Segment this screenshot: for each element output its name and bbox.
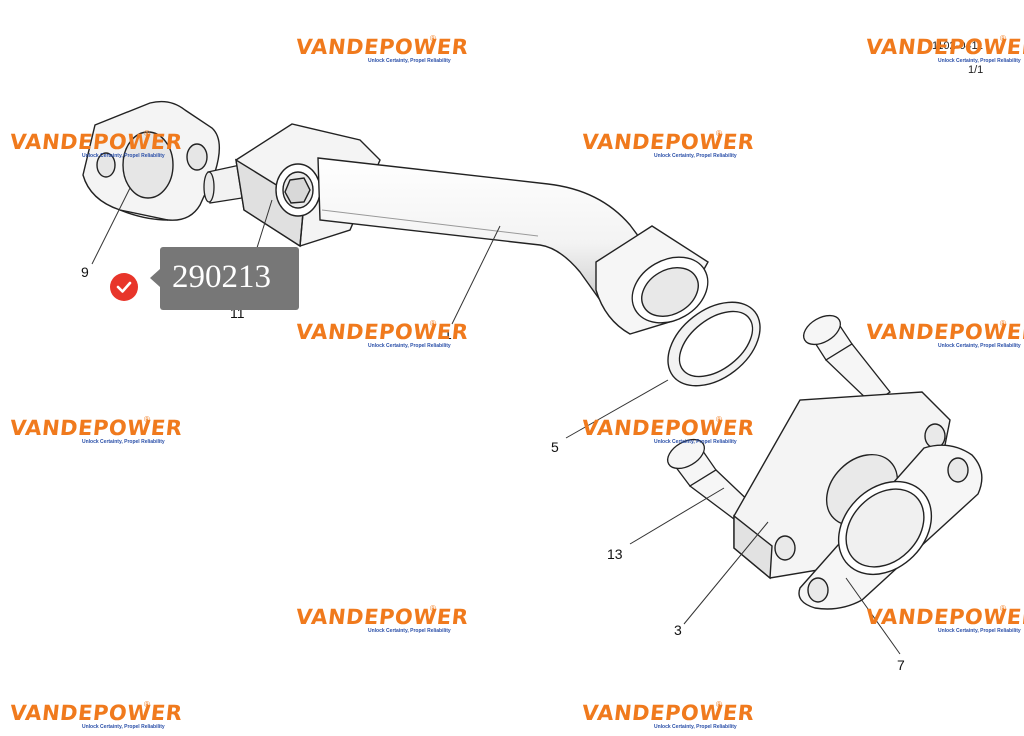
- label-part-13: 13: [607, 546, 623, 562]
- label-part-5: 5: [551, 439, 559, 455]
- part-7-gasket: [798, 444, 983, 610]
- check-mark-icon: [116, 281, 132, 293]
- part-code-callout: 290213: [150, 247, 299, 310]
- page-number: 1/1: [968, 64, 984, 76]
- label-part-7: 7: [897, 657, 905, 673]
- label-part-1: 1: [444, 326, 452, 342]
- part-5-seal-ring: [667, 301, 761, 387]
- label-part-9: 9: [81, 264, 89, 280]
- part-code: 290213: [172, 259, 271, 295]
- page-reference: 1102-0411: [932, 40, 983, 52]
- check-circle-icon[interactable]: [110, 273, 138, 301]
- part-1-pipe: [235, 123, 709, 335]
- label-part-3: 3: [674, 622, 682, 638]
- part-9-gasket: [82, 100, 220, 221]
